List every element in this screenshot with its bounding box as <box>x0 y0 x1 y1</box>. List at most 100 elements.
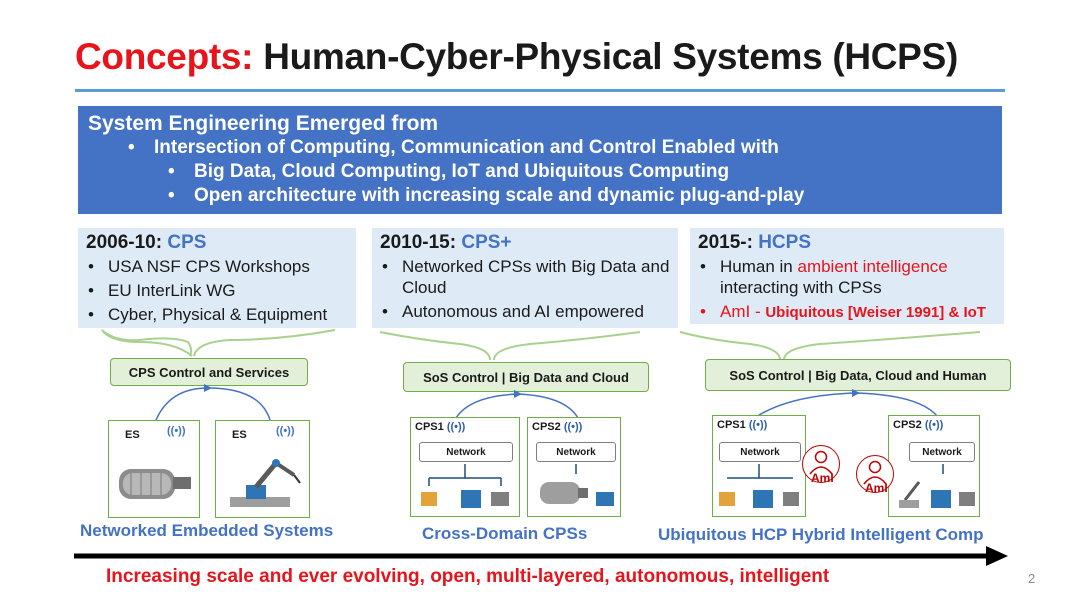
d3-cps1-name: CPS1 <box>717 419 746 431</box>
d3-cps1-box: CPS1 ((•)) Network <box>712 415 806 517</box>
title-accent: Concepts: <box>75 36 253 77</box>
d3-cps2-name: CPS2 <box>893 419 922 431</box>
era-cps-item: EU InterLink WG <box>86 280 348 301</box>
wifi-icon: ((•)) <box>167 425 186 437</box>
era-cps-list: USA NSF CPS Workshops EU InterLink WG Cy… <box>86 256 348 325</box>
d3-cps1-network: Network <box>719 442 801 462</box>
wifi-icon: ((•)) <box>749 419 768 431</box>
d1-es-label-2: ES <box>232 429 247 441</box>
d2-cps2-network: Network <box>536 442 616 462</box>
era-hcps-period: 2015-: <box>698 232 753 253</box>
progress-statement: Increasing scale and ever evolving, open… <box>106 566 829 588</box>
d1-es-label-1: ES <box>125 429 140 441</box>
wifi-icon: ((•)) <box>925 419 944 431</box>
era-hcps-name: HCPS <box>758 232 811 253</box>
d2-cps2-box: CPS2 ((•)) Network <box>527 417 621 517</box>
ami-label-2: AmI <box>865 481 888 495</box>
device-cluster-icon <box>415 464 515 514</box>
motor-icon <box>111 451 197 511</box>
d2-cps2-name: CPS2 <box>532 421 561 433</box>
brace-3b <box>784 332 980 360</box>
title-main: Human-Cyber-Physical Systems (HCPS) <box>263 36 958 77</box>
d2-cps1-box: CPS1 ((•)) Network <box>410 417 520 517</box>
brace-2b <box>494 332 640 360</box>
d1-arrow-right <box>208 388 270 420</box>
title-divider <box>75 89 1005 92</box>
ami-label-1: AmI <box>811 471 834 485</box>
banner-bullet-1-text: Intersection of Computing, Communication… <box>154 137 779 158</box>
brace-3 <box>680 332 780 360</box>
brace-1 <box>102 330 192 356</box>
d3-arrow-left <box>756 393 856 417</box>
d3-control-box: SoS Control | Big Data, Cloud and Human <box>705 359 1011 391</box>
d3-arrowhead <box>852 389 860 397</box>
banner-bullet-1: •Intersection of Computing, Communicatio… <box>88 136 992 160</box>
banner-bullet-3: •Open architecture with increasing scale… <box>88 184 992 208</box>
era-hcps-panel: 2015-: HCPS Human in ambient intelligenc… <box>690 228 1004 324</box>
era-hcps-item2-pre: AmI - <box>720 302 765 321</box>
era-cps-heading: 2006-10: CPS <box>86 232 348 254</box>
era-hcps-heading: 2015-: HCPS <box>698 232 996 254</box>
d3-cps2-box: CPS2 ((•)) Network <box>888 415 980 517</box>
era-cps-plus-period: 2010-15: <box>380 232 456 253</box>
d2-control-box: SoS Control | Big Data and Cloud <box>403 362 649 392</box>
d2-cps1-network: Network <box>419 442 513 462</box>
device-cluster-icon <box>715 464 805 514</box>
era-cps-plus-name: CPS+ <box>461 232 511 253</box>
era-cps-period: 2006-10: <box>86 232 162 253</box>
banner-heading: System Engineering Emerged from <box>88 112 992 136</box>
era-cps-plus-item: Autonomous and AI empowered <box>380 301 670 322</box>
wifi-icon: ((•)) <box>276 425 295 437</box>
brace-2 <box>380 332 490 360</box>
page-number: 2 <box>1028 571 1035 586</box>
era-cps-plus-item: Networked CPSs with Big Data and Cloud <box>380 256 670 298</box>
era-hcps-item: AmI - Ubiquitous [Weiser 1991] & IoT <box>698 301 996 323</box>
banner-bullet-3-text: Open architecture with increasing scale … <box>194 185 804 206</box>
brace-1b <box>194 330 335 356</box>
ami-person-2: AmI <box>856 455 894 493</box>
robot-arm-icon <box>891 464 979 514</box>
d1-es-box-2: ES ((•)) <box>215 420 310 518</box>
progress-arrow <box>74 546 1014 566</box>
motor-icon <box>532 464 618 514</box>
slide-title: Concepts: Human-Cyber-Physical Systems (… <box>75 36 958 78</box>
d2-cps1-label: CPS1 ((•)) <box>415 421 465 433</box>
d1-es-box-1: ES ((•)) <box>108 420 200 518</box>
d1-arrowhead <box>204 384 212 392</box>
era-hcps-list: Human in ambient intelligence interactin… <box>698 256 996 323</box>
d2-caption: Cross-Domain CPSs <box>422 524 587 544</box>
banner-bullet-2: •Big Data, Cloud Computing, IoT and Ubiq… <box>88 160 992 184</box>
era-cps-panel: 2006-10: CPS USA NSF CPS Workshops EU In… <box>78 228 356 328</box>
d1-arrows <box>100 384 330 424</box>
era-cps-plus-heading: 2010-15: CPS+ <box>380 232 670 254</box>
d3-cps2-label: CPS2 ((•)) <box>893 419 943 431</box>
summary-banner: System Engineering Emerged from •Interse… <box>78 106 1002 214</box>
robot-arm-icon <box>220 447 306 513</box>
era-cps-name: CPS <box>167 232 206 253</box>
era-cps-item: Cyber, Physical & Equipment <box>86 304 348 325</box>
d1-control-box: CPS Control and Services <box>110 358 308 386</box>
wifi-icon: ((•)) <box>447 421 466 433</box>
d2-arrow-left <box>456 394 518 418</box>
era-hcps-item: Human in ambient intelligence interactin… <box>698 256 996 298</box>
d1-caption: Networked Embedded Systems <box>80 521 333 541</box>
d3-cps1-label: CPS1 ((•)) <box>717 419 767 431</box>
d2-cps1-name: CPS1 <box>415 421 444 433</box>
era-cps-plus-list: Networked CPSs with Big Data and Cloud A… <box>380 256 670 322</box>
banner-bullet-2-text: Big Data, Cloud Computing, IoT and Ubiqu… <box>194 161 729 182</box>
wifi-icon: ((•)) <box>564 421 583 433</box>
d1-arrow-left <box>156 388 208 420</box>
era-hcps-item1-highlight: ambient intelligence <box>797 257 947 276</box>
d3-caption: Ubiquitous HCP Hybrid Intelligent Comp <box>658 525 984 545</box>
era-hcps-item1-pre: Human in <box>720 257 797 276</box>
era-cps-plus-panel: 2010-15: CPS+ Networked CPSs with Big Da… <box>372 228 678 328</box>
ami-person-1: AmI <box>802 445 840 483</box>
era-cps-item: USA NSF CPS Workshops <box>86 256 348 277</box>
era-hcps-item2-bold: Ubiquitous [Weiser 1991] & IoT <box>765 304 986 321</box>
d2-arrowhead <box>514 390 522 398</box>
d2-arrow-right <box>518 394 578 418</box>
d3-cps2-network: Network <box>909 442 975 462</box>
d3-arrow-right <box>856 393 938 417</box>
era-hcps-item1-post: interacting with CPSs <box>720 278 882 297</box>
d2-cps2-label: CPS2 ((•)) <box>532 421 582 433</box>
